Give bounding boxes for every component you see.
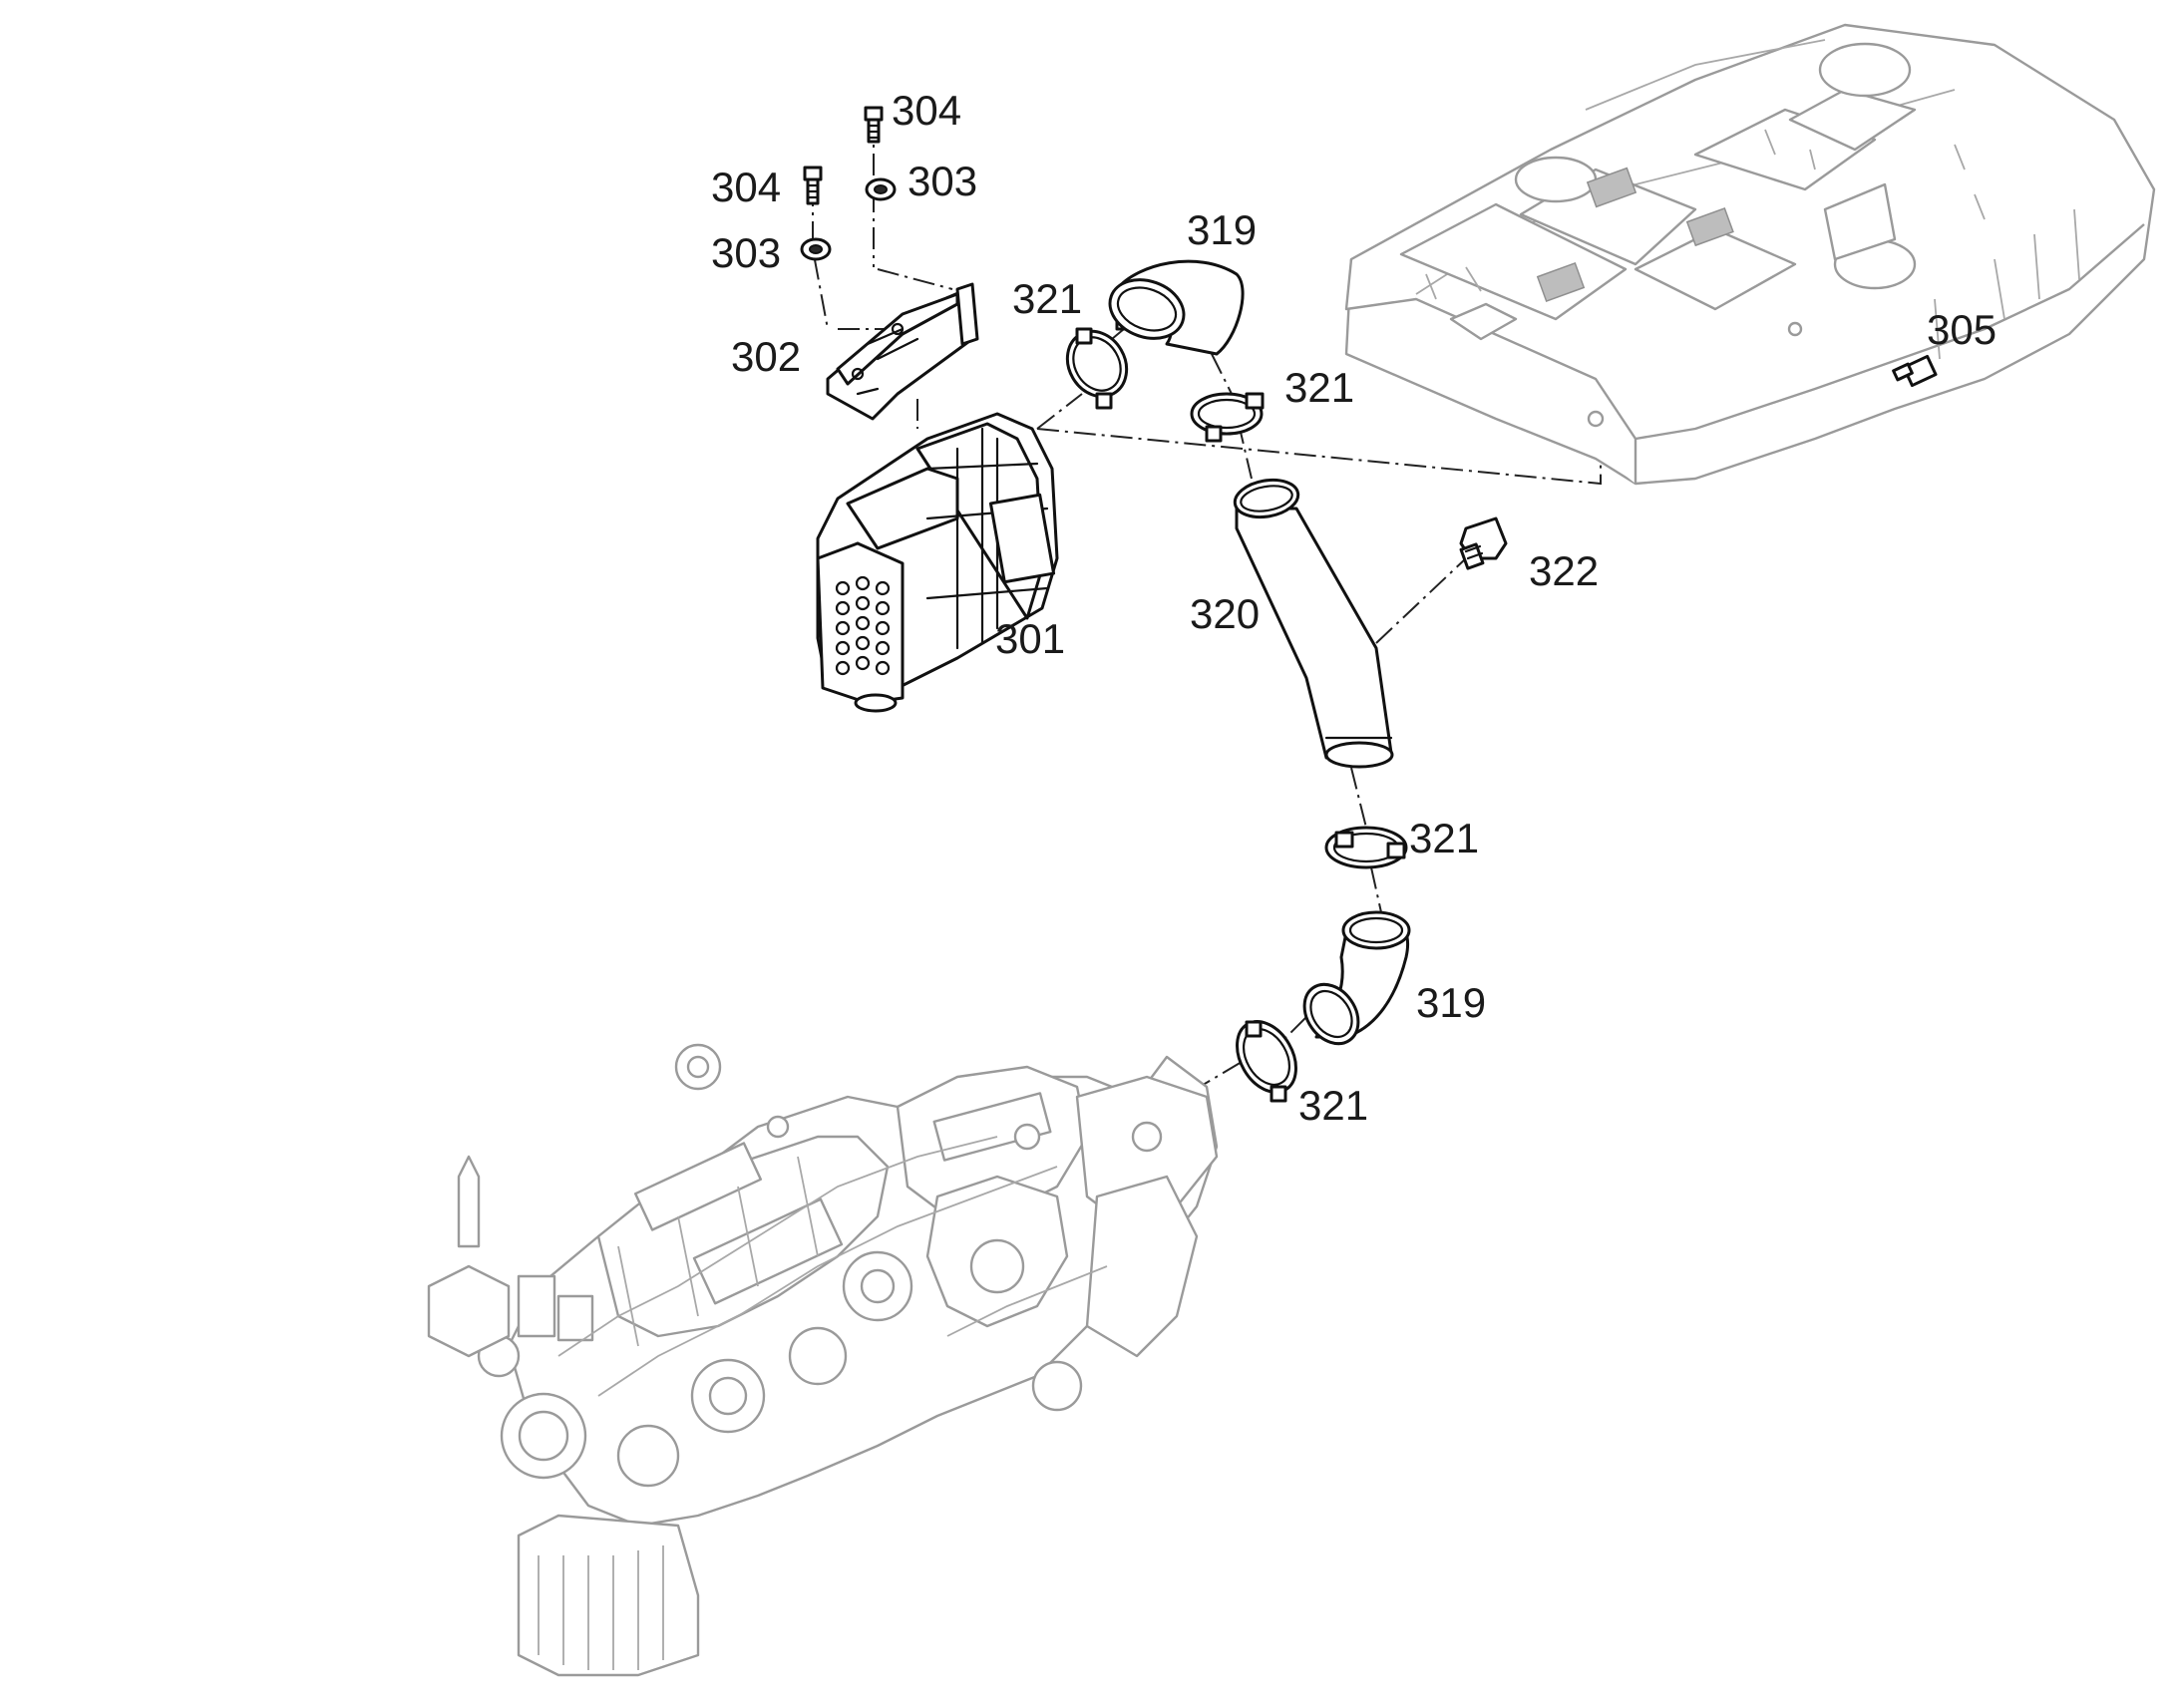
label-303-top: 303 [908, 158, 977, 204]
bolt-305 [1892, 354, 1938, 388]
bolt-304-top [864, 106, 884, 144]
label-305: 305 [1927, 306, 1997, 353]
label-320: 320 [1190, 590, 1260, 637]
guide-302-top [877, 268, 953, 290]
clamp-321-bottom [1236, 1020, 1297, 1103]
callout-labels: 304 304 303 303 302 301 321 319 321 305 … [711, 87, 1997, 1129]
guide-301-to-clamp [1036, 393, 1083, 430]
label-321-top-right: 321 [1284, 364, 1354, 411]
label-321-bottom: 321 [1298, 1082, 1368, 1129]
cab-floor-context [1344, 23, 2156, 486]
label-321-top-left: 321 [1012, 275, 1082, 322]
label-301: 301 [995, 615, 1065, 662]
inlet-grid [835, 575, 891, 676]
washer-303-top [865, 177, 897, 201]
engine-transmission-context [427, 1043, 1219, 1677]
label-302: 302 [731, 333, 801, 380]
label-304-left: 304 [711, 164, 781, 210]
clamp-321-middle [1324, 826, 1408, 869]
guide-elbow-to-clamp-lower [1285, 1016, 1307, 1038]
pipe-320 [1233, 478, 1394, 769]
bracket-302 [826, 282, 979, 421]
guide-301-to-cab [1036, 428, 1602, 486]
label-321-middle: 321 [1409, 815, 1479, 861]
elbow-319-bottom [1302, 910, 1411, 1046]
label-303-left: 303 [711, 229, 781, 276]
washer-303-left [800, 237, 832, 261]
label-322: 322 [1529, 547, 1599, 594]
aftertreatment-unit-301 [816, 412, 1059, 713]
elbow-319-top [1108, 259, 1245, 356]
bolt-304-left [803, 166, 823, 205]
clamp-321-top-right [1190, 392, 1265, 443]
guide-322 [1375, 557, 1467, 644]
sensor-322 [1459, 516, 1508, 570]
label-319-bottom: 319 [1416, 979, 1486, 1026]
guide-pipe-to-clamp [1350, 767, 1367, 829]
guide-clamp-to-elbow-lower [1370, 866, 1382, 913]
label-319-top: 319 [1187, 206, 1257, 253]
clamp-321-top-left [1065, 327, 1129, 410]
label-304-top: 304 [892, 87, 961, 134]
